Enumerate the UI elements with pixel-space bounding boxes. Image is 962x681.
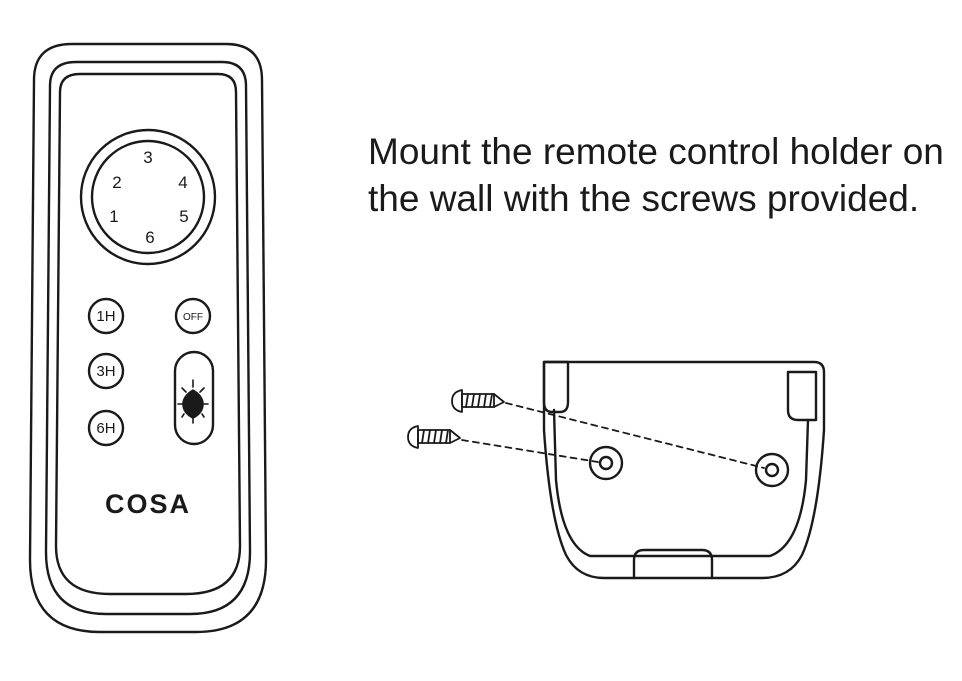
off-button[interactable] — [174, 297, 212, 335]
timer-1h-button[interactable] — [87, 297, 125, 335]
timer-3h-button[interactable] — [87, 352, 125, 390]
light-button[interactable] — [173, 350, 215, 446]
holder-outer-body — [542, 360, 826, 580]
off-label: OFF — [183, 312, 203, 323]
holder-bottom-notch — [632, 548, 714, 580]
instruction-line-1: Mount the remote control holder on — [368, 131, 944, 172]
dial-number-3: 3 — [143, 148, 152, 167]
remote-face-panel — [54, 72, 242, 596]
speed-dial[interactable] — [90, 139, 206, 255]
lower-guide-line — [461, 439, 599, 463]
instruction-line-2: the wall with the screws provided. — [368, 178, 920, 219]
remote-outer-shell — [28, 42, 268, 634]
brand-logo: COSA — [105, 489, 191, 519]
right-screw-hole — [764, 462, 780, 478]
upper-guide-line — [505, 402, 765, 469]
holder-inner-lip — [552, 408, 810, 558]
dial-number-4: 4 — [178, 173, 187, 192]
remote-control — [28, 42, 268, 634]
lower-screw — [407, 425, 461, 449]
holder-right-tab — [786, 370, 818, 422]
left-screw-hole-outer — [588, 445, 624, 481]
instruction-text: Mount the remote control holder on the w… — [368, 128, 948, 222]
timer-1h-label: 1H — [96, 308, 115, 325]
speed-dial-outer-ring — [79, 128, 217, 266]
dial-number-6: 6 — [145, 228, 154, 247]
dial-number-1: 1 — [109, 207, 118, 226]
remote-inner-rim — [44, 60, 252, 616]
timer-6h-label: 6H — [96, 420, 115, 437]
right-screw-hole-outer — [754, 452, 790, 488]
left-screw-hole — [598, 455, 614, 471]
dial-number-2: 2 — [112, 173, 121, 192]
remote-holder — [542, 360, 826, 580]
light-bulb-icon — [177, 379, 209, 424]
upper-screw — [451, 389, 505, 413]
dial-number-5: 5 — [179, 207, 188, 226]
timer-6h-button[interactable] — [87, 409, 125, 447]
holder-left-tab — [542, 360, 570, 414]
timer-3h-label: 3H — [96, 363, 115, 380]
